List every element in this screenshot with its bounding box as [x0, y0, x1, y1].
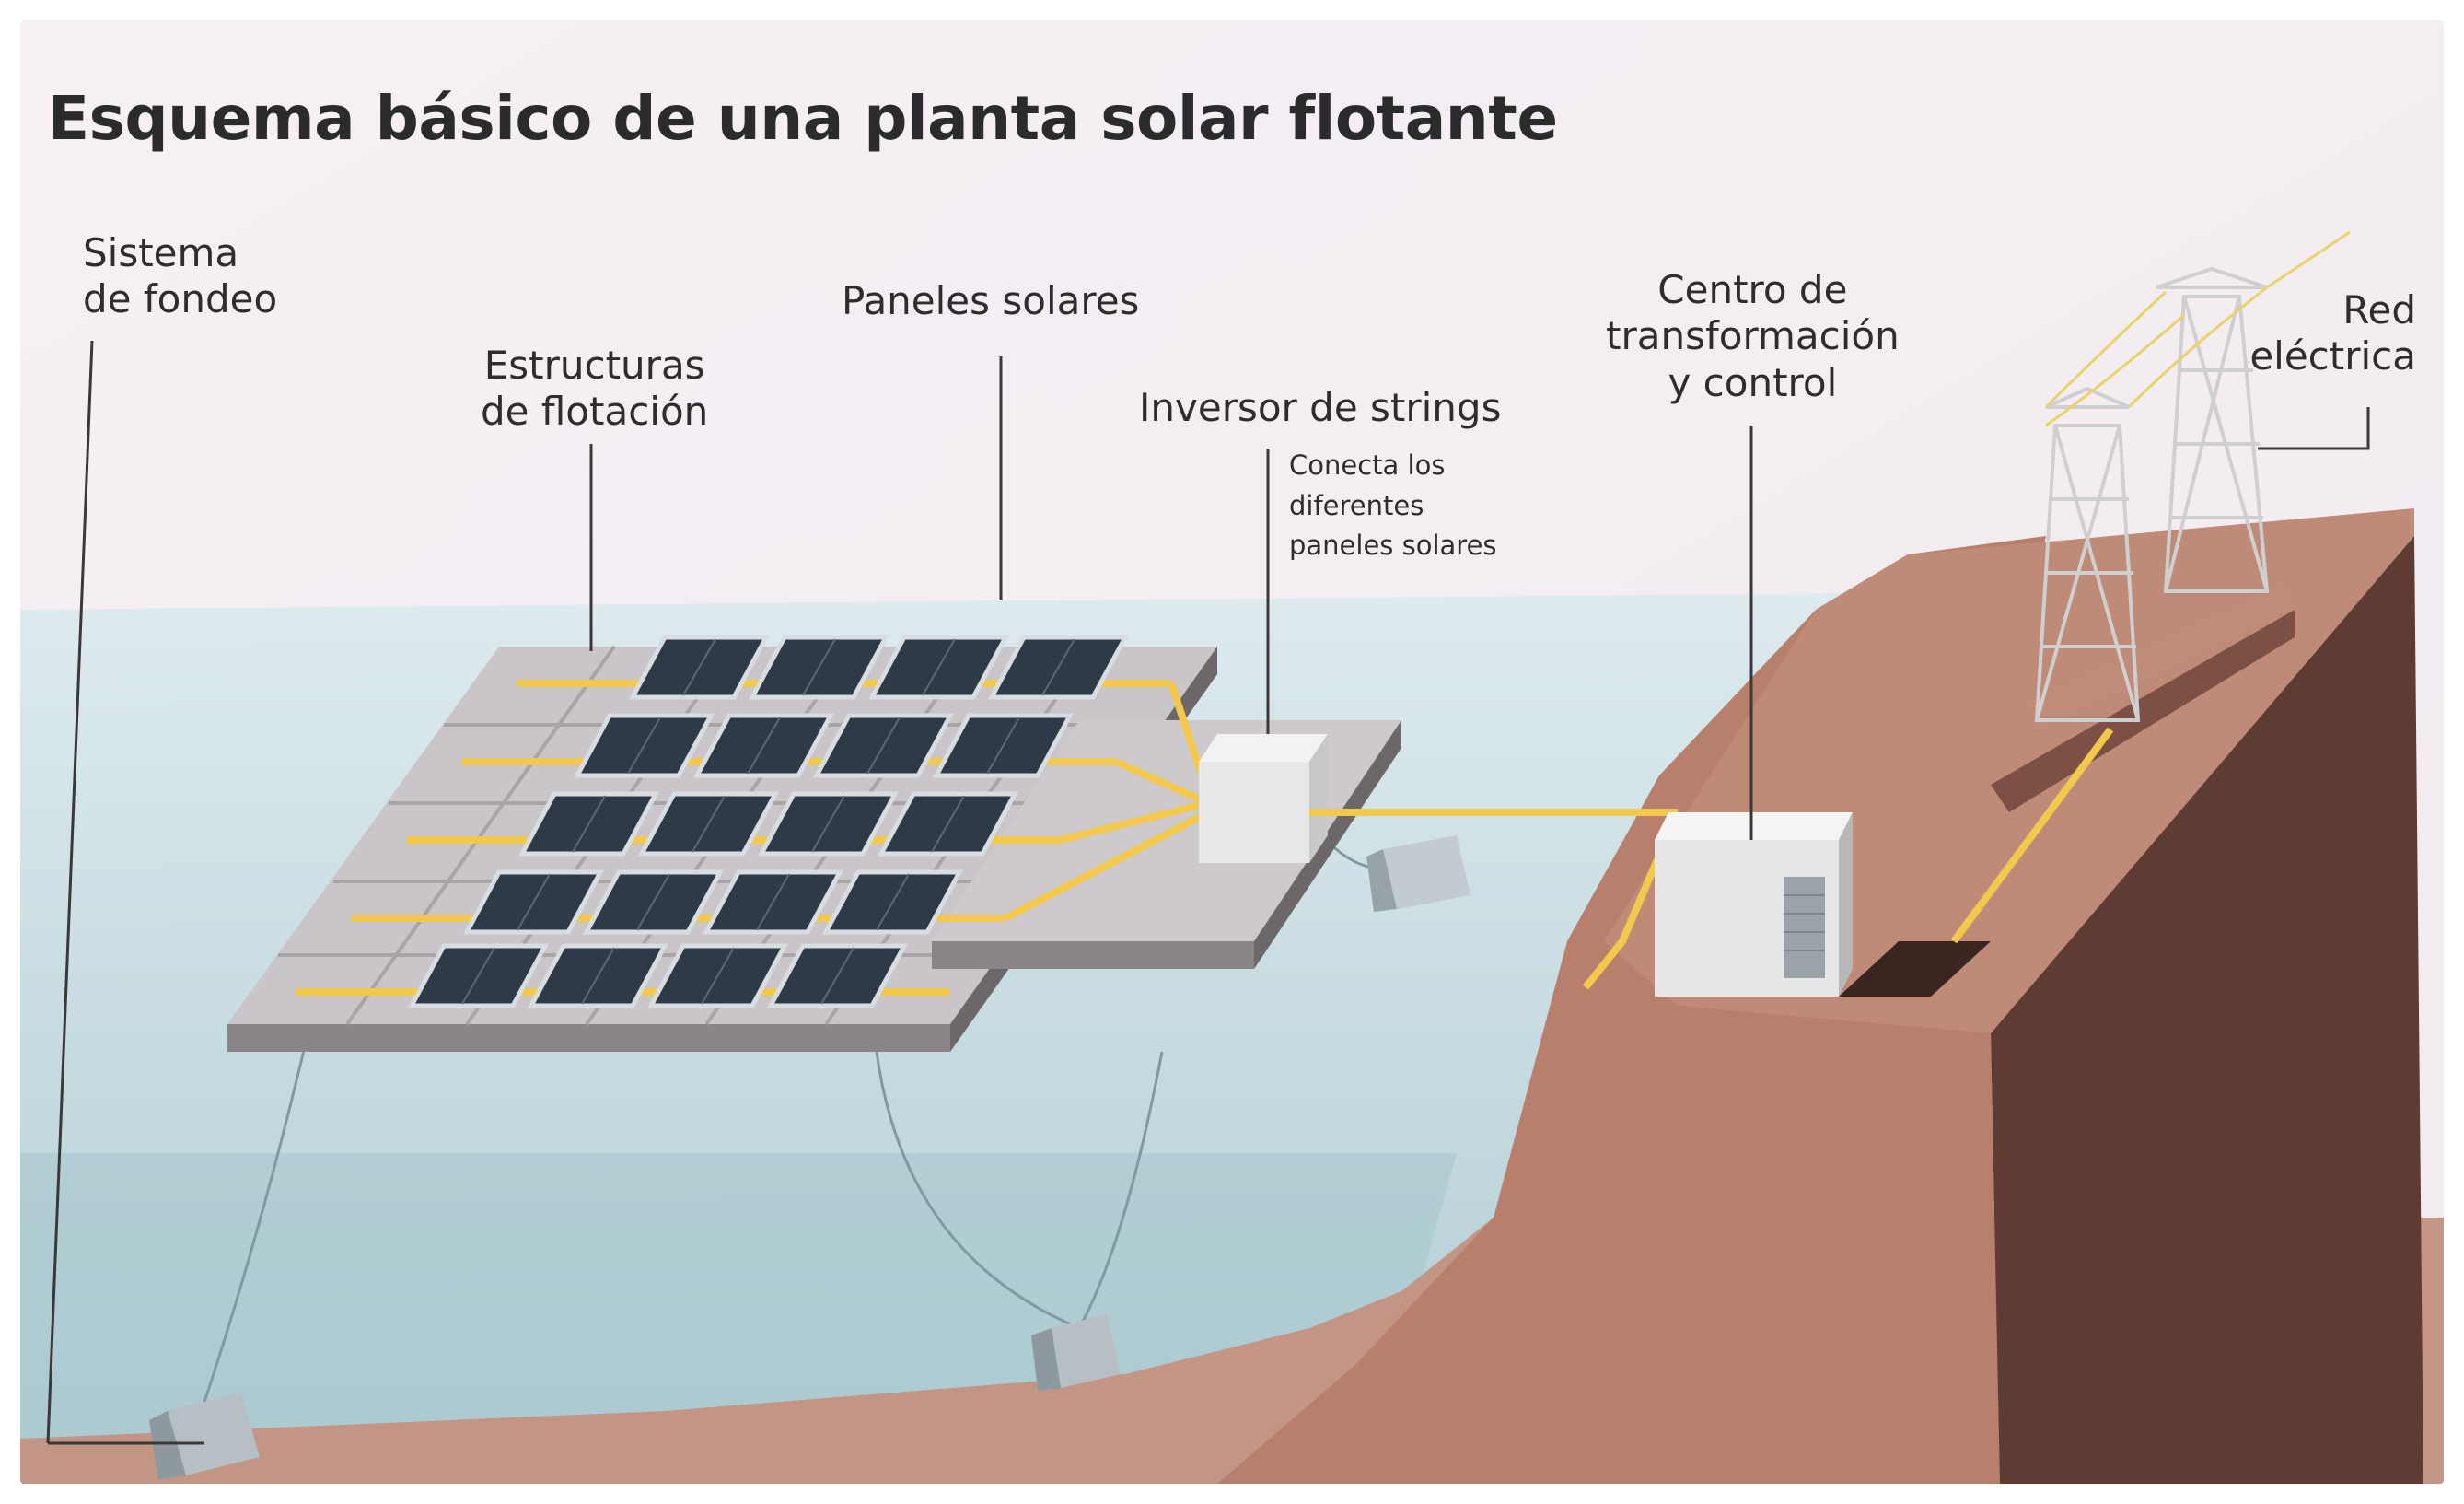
- anchor-block-right: [1366, 835, 1470, 912]
- cliff-terrace-1: [1991, 610, 2295, 812]
- anchor-block-left: [149, 1393, 260, 1480]
- mooring-line-center-a: [875, 1051, 1080, 1330]
- power-lines: [2044, 230, 2351, 427]
- cable-transformer-to-grid: [1950, 727, 2114, 944]
- label-float-structures: Estructuras de flotación: [481, 343, 709, 435]
- transmission-towers: [2034, 266, 2270, 722]
- inverter-box: [1199, 734, 1328, 863]
- mooring-line-left: [203, 1042, 308, 1403]
- anchor-block-center: [1031, 1314, 1121, 1391]
- mooring-line-center-b: [1077, 1051, 1164, 1329]
- diagram-title: Esquema básico de una planta solar flota…: [48, 83, 1558, 154]
- diagram-frame: Esquema básico de una planta solar flota…: [20, 20, 2444, 1484]
- label-transformer-center: Centro de transformación y control: [1606, 267, 1900, 405]
- solar-panels: [407, 635, 1130, 1008]
- cliff-terrace-2: [2028, 582, 2295, 729]
- transformer-building: [1655, 812, 1991, 997]
- label-string-inverter: Inversor de strings: [1139, 385, 1502, 430]
- label-inverter-note: Conecta los diferentes paneles solares: [1289, 449, 1497, 561]
- label-power-grid: Red eléctrica: [2249, 287, 2416, 379]
- label-mooring-system: Sistema de fondeo: [83, 230, 278, 322]
- leader-lines: [46, 340, 2370, 1445]
- diagram-scene: [20, 20, 2444, 1484]
- cliff-face: [1991, 536, 2423, 1484]
- label-solar-panels: Paneles solares: [842, 278, 1140, 323]
